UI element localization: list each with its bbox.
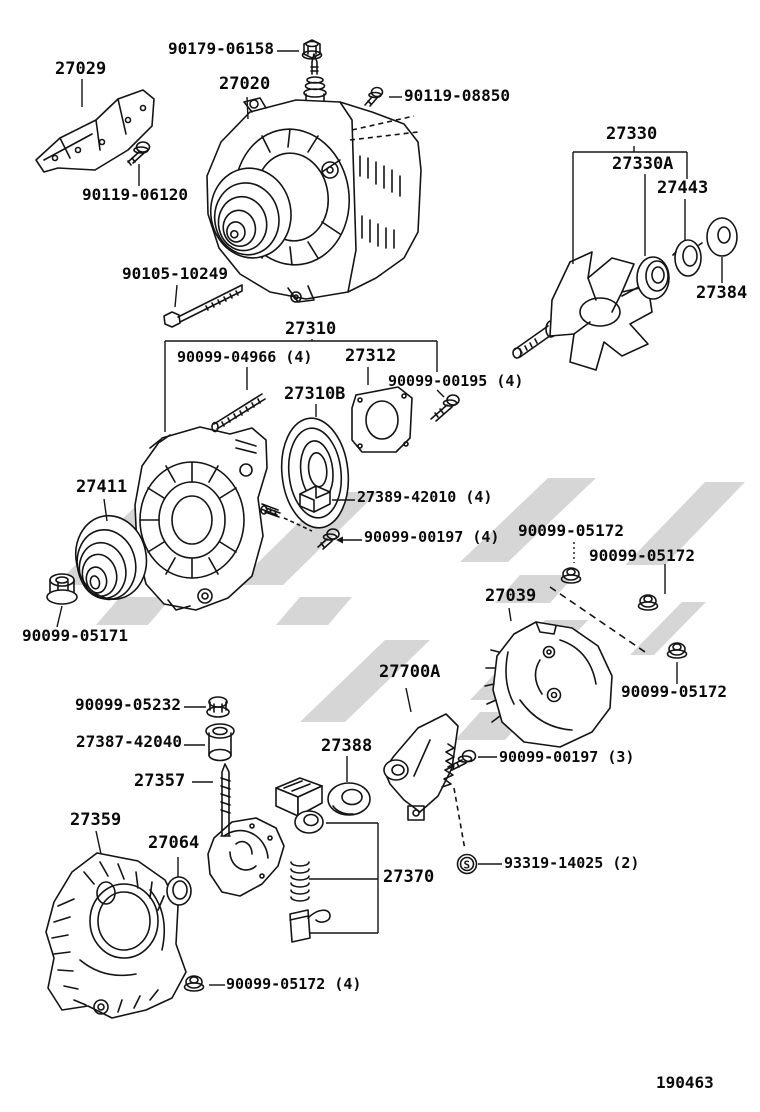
art-cover-27039	[484, 621, 613, 748]
art-cover-27443	[672, 239, 703, 277]
s-nut-mark: S	[464, 859, 471, 872]
art-washer-27384	[706, 217, 738, 257]
art-bolt-90105-10249	[163, 284, 243, 328]
art-screw-27357	[220, 763, 231, 837]
label-27387-42040: 27387-42040	[76, 732, 182, 751]
label-27389-42010-4: 27389-42010 (4)	[357, 488, 493, 506]
label-27357: 27357	[134, 771, 186, 791]
art-oring-27388	[327, 782, 371, 816]
label-27330A: 27330A	[612, 154, 674, 174]
label-27020: 27020	[219, 74, 271, 94]
art-insulator-27389	[299, 485, 331, 513]
art-nut-90099-05172-a	[560, 567, 582, 584]
label-27039: 27039	[485, 586, 537, 606]
art-seal-27064	[166, 876, 192, 906]
label-27064: 27064	[148, 833, 200, 853]
label-90105-10249: 90105-10249	[122, 264, 228, 283]
art-plate-27312	[351, 386, 413, 453]
label-27411: 27411	[76, 477, 128, 497]
label-90179-06158: 90179-06158	[168, 39, 274, 58]
label-27700A: 27700A	[379, 662, 441, 682]
art-bearing-27310B	[280, 417, 350, 529]
leader-lines	[56, 50, 723, 986]
label-90099-05171: 90099-05171	[22, 626, 128, 645]
label-90099-05172-a: 90099-05172	[518, 521, 624, 540]
art-nut-90179-06158	[301, 39, 323, 60]
art-brush-holder	[275, 777, 324, 834]
art-nut-90099-05171	[46, 573, 78, 605]
label-90099-05172-b: 90099-05172	[589, 546, 695, 565]
label-27029: 27029	[55, 59, 107, 79]
label-90099-00195-4: 90099-00195 (4)	[388, 372, 524, 390]
label-27443: 27443	[657, 178, 709, 198]
art-nut-90099-05172-c	[666, 642, 688, 659]
dashed-lines	[283, 115, 649, 851]
art-insulator-27387	[205, 723, 235, 762]
label-27370: 27370	[383, 867, 435, 887]
label-90119-08850: 90119-08850	[404, 86, 510, 105]
art-housing-27310	[134, 426, 279, 611]
art-nut-90099-05232	[206, 696, 230, 718]
art-bearing-27330A	[636, 256, 670, 300]
label-90099-00197-4: 90099-00197 (4)	[364, 528, 500, 546]
art-nut-90099-05172-b	[637, 594, 659, 611]
art-rotor-27330	[512, 251, 653, 371]
art-screw-90119-06120	[127, 141, 151, 166]
label-27384: 27384	[696, 283, 748, 303]
art-screw-90099-00197-4	[260, 505, 340, 550]
art-screw-90099-00197-3	[447, 749, 477, 771]
art-bracket-27029	[35, 89, 155, 173]
label-27359: 27359	[70, 810, 122, 830]
art-pulley-27411	[74, 514, 148, 601]
label-90099-05172-c: 90099-05172	[621, 682, 727, 701]
art-housing-27359	[45, 852, 187, 1019]
label-93319-14025-2: 93319-14025 (2)	[504, 854, 640, 872]
art-holder-bracket	[207, 817, 285, 897]
label-27310: 27310	[285, 319, 337, 339]
art-alternator-27020	[206, 53, 422, 303]
label-90099-00197-3: 90099-00197 (3)	[499, 748, 635, 766]
label-90099-05172-4: 90099-05172 (4)	[226, 975, 362, 993]
label-90099-04966-4: 90099-04966 (4)	[177, 348, 313, 366]
label-90099-05232: 90099-05232	[75, 695, 181, 714]
art-snut-93319	[456, 853, 478, 875]
art-screw-90119-08850	[364, 86, 384, 107]
figure-code: 190463	[656, 1073, 714, 1092]
label-27310B: 27310B	[284, 384, 346, 404]
art-spring-brush-27370	[289, 861, 331, 943]
label-90119-06120: 90119-06120	[82, 185, 188, 204]
label-27330: 27330	[606, 124, 658, 144]
label-27312: 27312	[345, 346, 397, 366]
label-27388: 27388	[321, 736, 373, 756]
art-nut-90099-05172-d	[183, 975, 205, 992]
art-regulator-27700A	[383, 713, 459, 821]
art-stud-90099-04966	[211, 393, 266, 433]
art-screw-90099-00195	[430, 394, 460, 422]
